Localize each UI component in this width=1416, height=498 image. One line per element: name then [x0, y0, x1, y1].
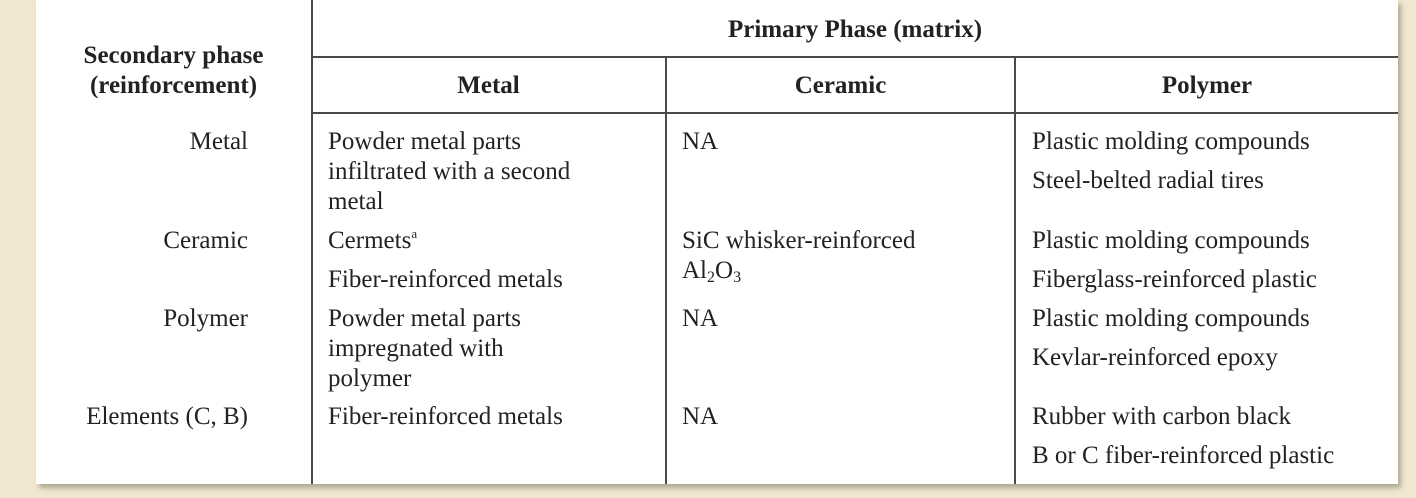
row-label-polymer: Polymer — [163, 305, 248, 332]
cell-line: Fiber-reinforced metals — [328, 266, 563, 293]
row-label-elements: Elements (C, B) — [86, 403, 248, 430]
row-heading-line1: Secondary phase — [83, 42, 264, 69]
cell-line: polymer — [328, 365, 412, 392]
cell-line: Fiberglass-reinforced plastic — [1032, 266, 1317, 293]
column-divider — [665, 56, 667, 484]
row-heading-line2: (reinforcement) — [89, 72, 258, 99]
row-label-metal: Metal — [189, 128, 248, 155]
cell-line: Kevlar-reinforced epoxy — [1032, 344, 1278, 371]
cell-line: NA — [682, 403, 719, 430]
cell-line: NA — [682, 305, 719, 332]
cell-line: Plastic molding compounds — [1032, 227, 1310, 254]
row-label-ceramic: Ceramic — [163, 227, 248, 254]
column-divider — [311, 0, 313, 484]
column-header-ceramic: Ceramic — [794, 72, 887, 99]
column-header-metal: Metal — [457, 72, 520, 99]
cell-line: Powder metal parts — [328, 305, 522, 332]
cell-line: NA — [682, 128, 719, 155]
cell-line: impregnated with — [328, 335, 504, 362]
cell-line: infiltrated with a second — [328, 158, 571, 185]
matrix-heading: Primary Phase (matrix) — [727, 16, 983, 43]
cell-line: Fiber-reinforced metals — [328, 403, 563, 430]
cell-line-cermets: Cermetsa — [328, 226, 418, 254]
cell-line: Rubber with carbon black — [1032, 403, 1291, 430]
cell-line: Plastic molding compounds — [1032, 305, 1310, 332]
cell-line: SiC whisker-reinforced — [682, 227, 916, 254]
column-header-polymer: Polymer — [1161, 72, 1253, 99]
cell-line: Plastic molding compounds — [1032, 128, 1310, 155]
header-divider — [312, 112, 1398, 114]
column-divider — [1014, 56, 1016, 484]
composites-table: Secondary phase (reinforcement) Primary … — [36, 0, 1398, 484]
cell-line: Steel-belted radial tires — [1032, 167, 1264, 194]
header-divider — [312, 56, 1398, 58]
alumina-formula: Al2O3 — [682, 257, 742, 286]
cell-line: B or C fiber-reinforced plastic — [1032, 442, 1335, 469]
cell-line: metal — [328, 188, 384, 215]
cell-line: Powder metal parts — [328, 128, 522, 155]
footnote-marker: a — [411, 226, 418, 241]
